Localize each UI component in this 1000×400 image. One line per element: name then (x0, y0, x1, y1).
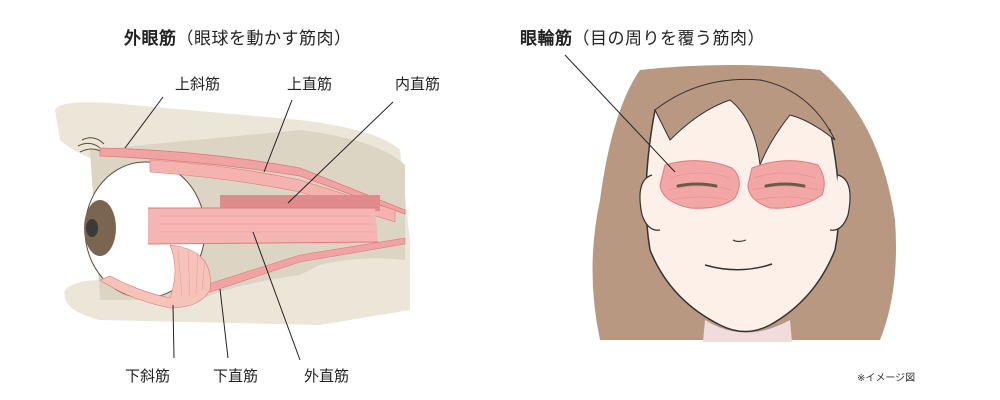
label-superior-rectus: 上直筋 (287, 75, 333, 93)
extraocular-muscles-title: 外眼筋（眼球を動かす筋肉） (124, 24, 352, 49)
leader-lines (124, 96, 394, 361)
title-sub: （目の周りを覆う筋肉） (572, 29, 765, 49)
label-medial-rectus: 内直筋 (395, 75, 441, 93)
label-inferior-rectus: 下直筋 (213, 367, 259, 385)
label-inferior-oblique: 下斜筋 (125, 367, 171, 385)
label-superior-oblique: 上斜筋 (175, 75, 221, 93)
leader-line (564, 54, 676, 173)
image-note: ※イメージ図 (857, 373, 916, 384)
orbicularis-oculi-muscle (659, 160, 825, 209)
title-main: 眼輪筋 (520, 29, 573, 49)
orbicularis-oculi-title: 眼輪筋（目の周りを覆う筋肉） (520, 24, 765, 49)
title-sub: （眼球を動かす筋肉） (176, 29, 352, 49)
title-main: 外眼筋 (124, 29, 177, 49)
label-lateral-rectus: 外直筋 (304, 367, 350, 385)
